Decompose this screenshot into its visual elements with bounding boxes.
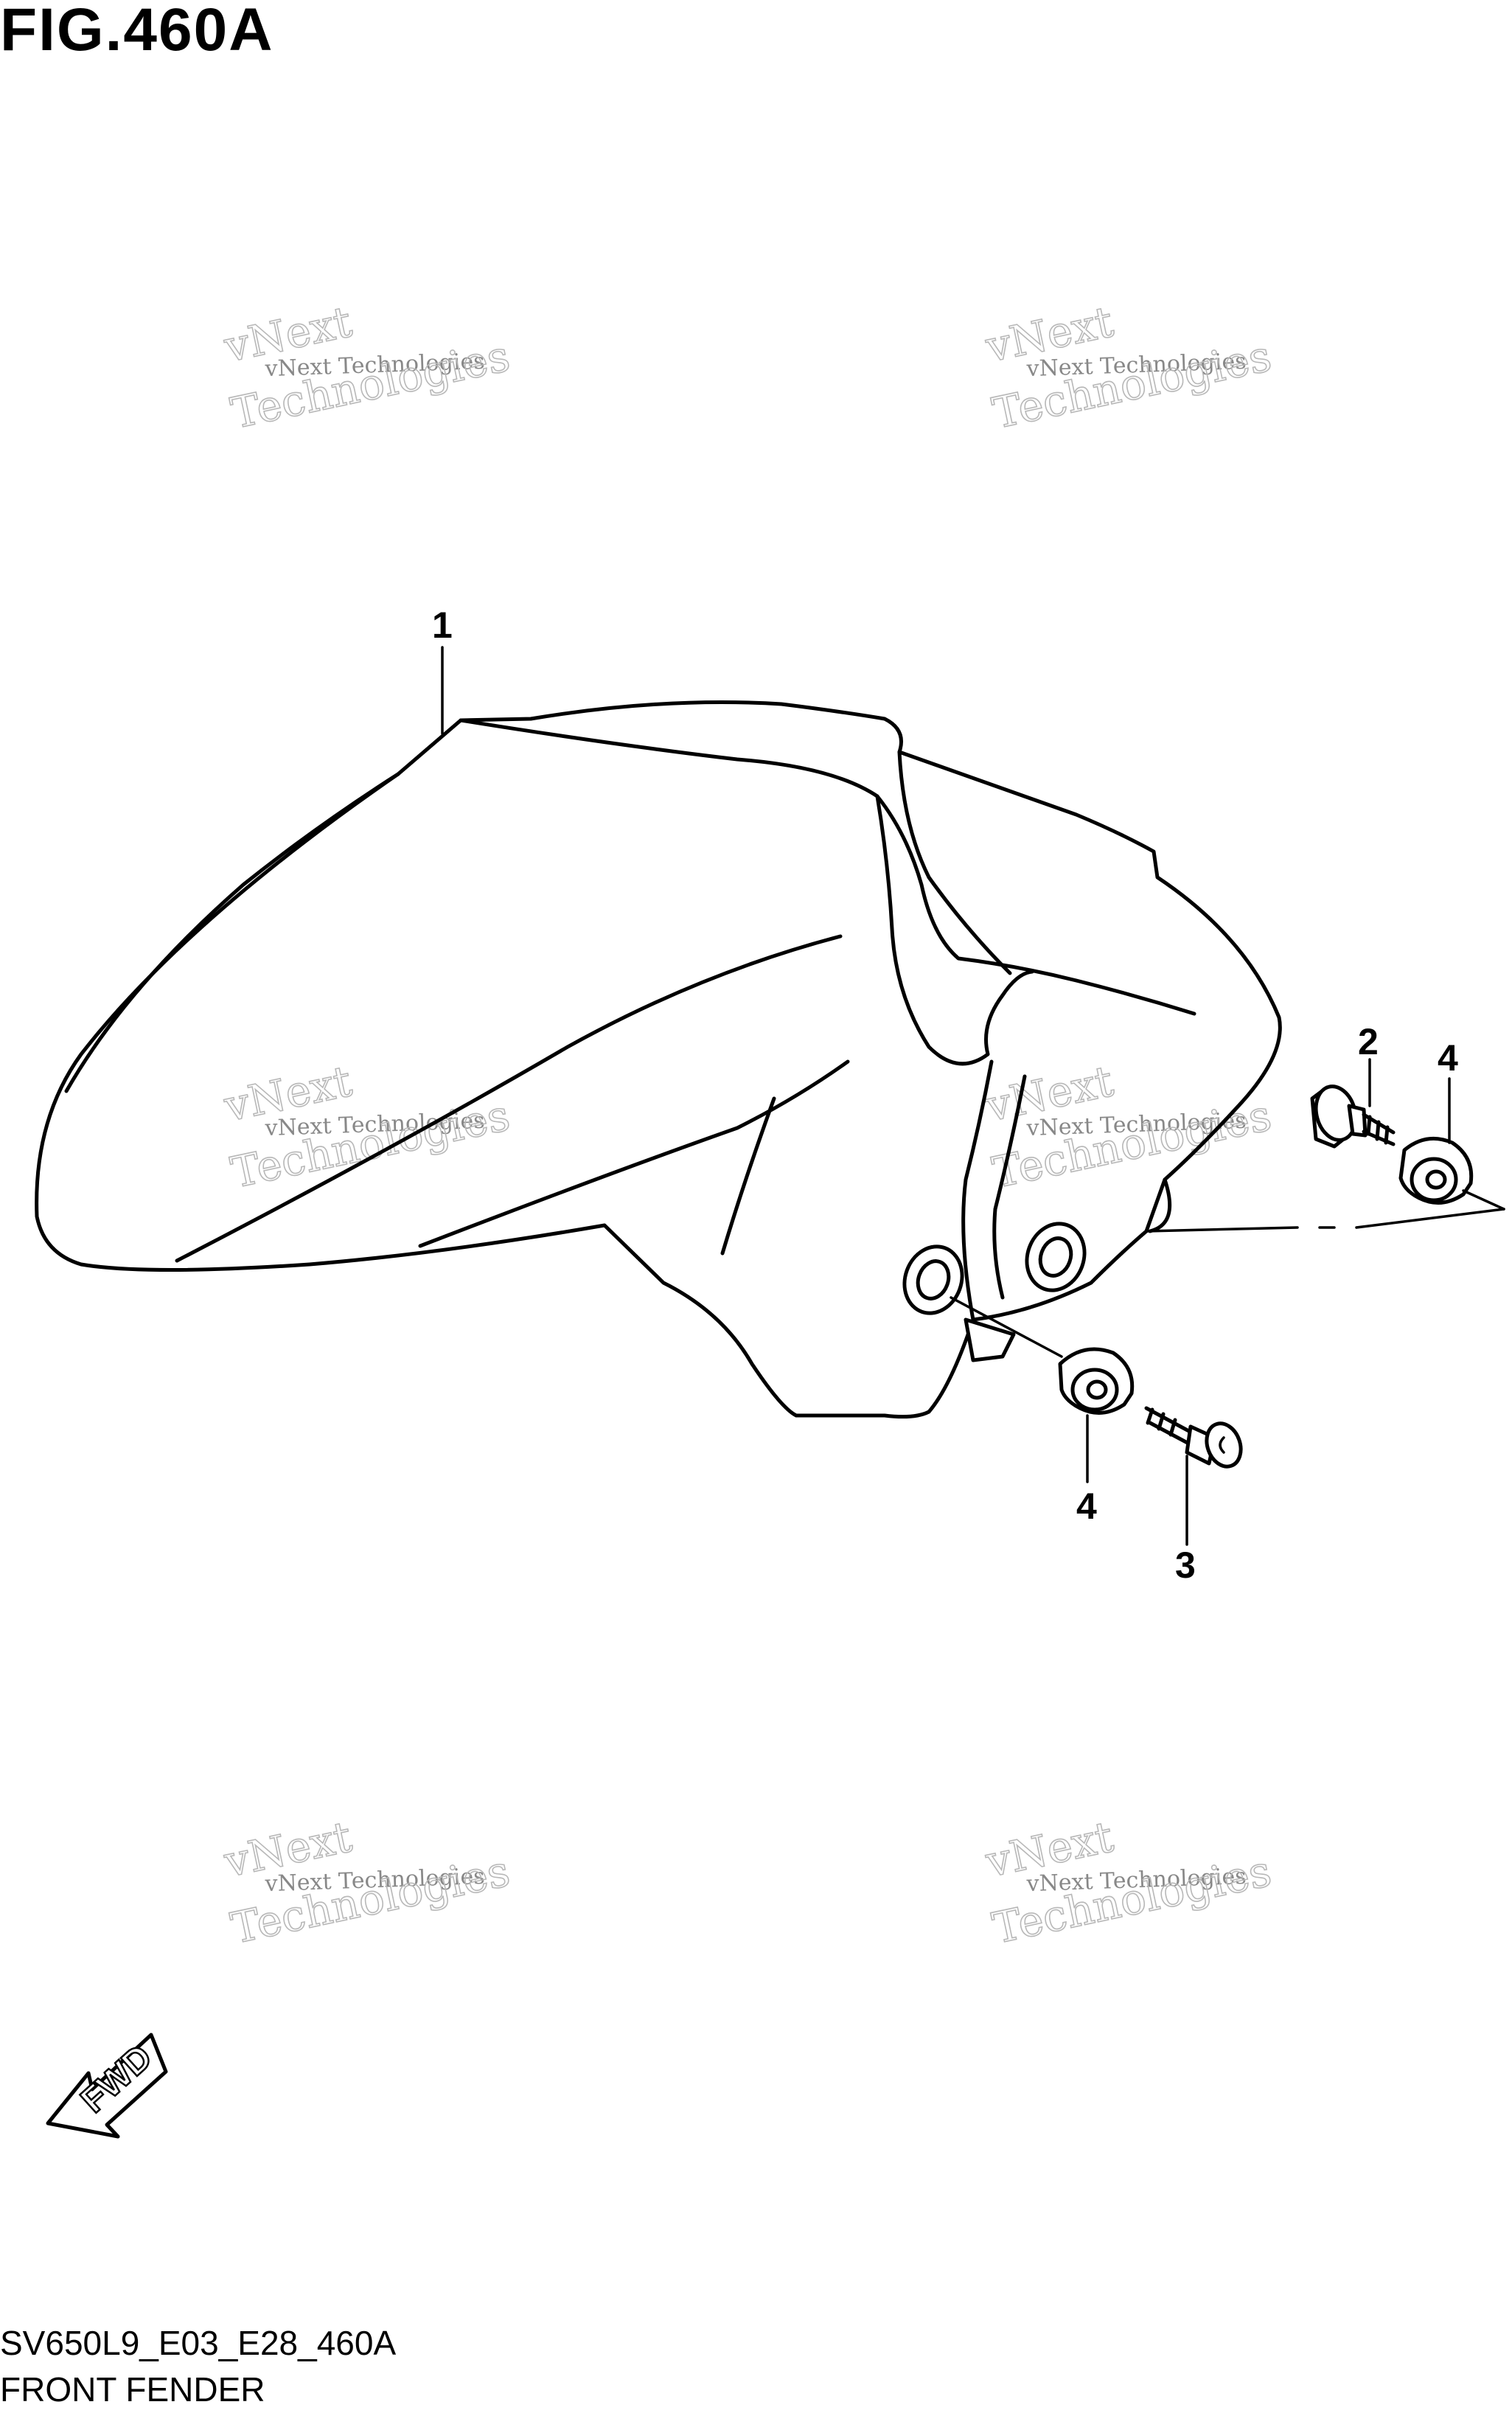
bolt-part-3 — [1144, 1406, 1243, 1469]
callout-4-upper: 4 — [1438, 1037, 1458, 1079]
watermark-mid-right: vNext vNext Technologies Technologies — [980, 1055, 1276, 1198]
callout-4-lower: 4 — [1076, 1486, 1097, 1527]
grommet-part-upper — [1398, 1136, 1474, 1205]
watermark-top-right: vNext vNext Technologies Technologies — [980, 296, 1276, 439]
figure-code: SV650L9_E03_E28_460A — [0, 2324, 397, 2362]
figure-title: FIG.460A — [0, 0, 274, 63]
callout-2: 2 — [1358, 1021, 1379, 1062]
leader-lines — [441, 646, 1505, 1546]
grommet-part-lower — [1058, 1347, 1135, 1415]
fwd-arrow-icon: FWD — [46, 2033, 168, 2139]
callout-3: 3 — [1175, 1545, 1196, 1586]
bolt-part-2 — [1310, 1084, 1396, 1149]
watermark-bottom-right: vNext vNext Technologies Technologies — [980, 1811, 1276, 1954]
front-fender-part — [35, 700, 1282, 1419]
watermark-mid-left: vNext vNext Technologies Technologies — [219, 1055, 515, 1198]
assembly-line-upper — [1145, 1208, 1505, 1233]
callout-labels: 1 2 4 4 3 — [432, 605, 1458, 1586]
figure-name: FRONT FENDER — [0, 2370, 265, 2409]
watermark-top-left: vNext vNext Technologies Technologies — [219, 296, 515, 439]
callout-1: 1 — [432, 605, 453, 646]
assembly-line-upper-end — [1462, 1189, 1505, 1211]
watermark-bottom-left: vNext vNext Technologies Technologies — [219, 1811, 515, 1954]
assembly-line-lower — [950, 1296, 1063, 1358]
